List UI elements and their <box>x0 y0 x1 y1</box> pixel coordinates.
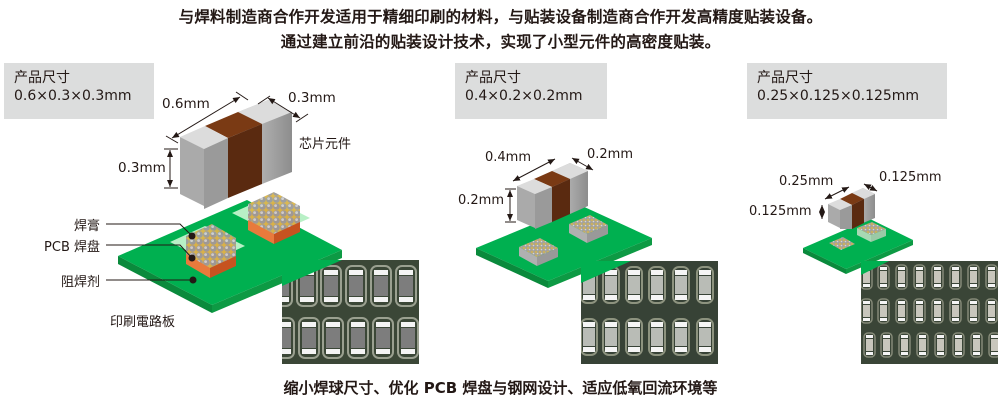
headline-line-2: 通过建立前沿的贴装设计技术，实现了小型元件的高密度贴装。 <box>280 33 721 51</box>
dim-width-label: 0.2mm <box>587 147 634 162</box>
size-label-value: 0.6×0.3×0.3mm <box>14 88 132 104</box>
callout-solder-resist: 阻焊剂 <box>60 275 100 290</box>
size-label-title: 产品尺寸 <box>757 70 813 86</box>
size-label-box-0201: 产品尺寸 0.25×0.125×0.125mm <box>747 63 947 119</box>
callout-solder-paste: 焊膏 <box>73 219 100 234</box>
dim-height-label: 0.125mm <box>749 204 812 219</box>
dim-height-label: 0.2mm <box>458 193 505 208</box>
dim-length-label: 0.6mm <box>162 96 210 112</box>
dimension-arrows-small <box>819 183 878 219</box>
dimension-arrows-large <box>164 91 309 189</box>
footer-caption: 缩小焊球尺寸、优化 PCB 焊盘与钢网设计、适应低氧回流环境等 <box>283 379 718 397</box>
headline-line-1: 与焊料制造商合作开发适用于精细印刷的材料，与贴装设备制造商合作开发高精度贴装设备… <box>178 8 823 26</box>
dim-width-label: 0.3mm <box>288 90 336 106</box>
mounted-chips-photo-0402 <box>581 261 718 364</box>
solder-paste <box>186 192 300 268</box>
mounted-chips-photo-0603 <box>282 260 419 364</box>
dim-length-label: 0.4mm <box>485 150 532 165</box>
callout-pcb: 印刷電路板 <box>110 315 176 330</box>
callout-pcb-pad: PCB 焊盘 <box>44 240 100 255</box>
dim-length-label: 0.25mm <box>779 174 834 189</box>
pcb-board-medium <box>476 205 652 288</box>
dim-height-label: 0.3mm <box>118 160 166 176</box>
callout-lines <box>106 223 193 281</box>
size-label-title: 产品尺寸 <box>465 70 521 86</box>
chip-component-small <box>828 188 875 229</box>
size-label-box-0402: 产品尺寸 0.4×0.2×0.2mm <box>455 63 607 119</box>
chip-component-label: 芯片元件 <box>299 137 352 152</box>
size-label-box-0603: 产品尺寸 0.6×0.3×0.3mm <box>4 63 154 119</box>
size-label-value: 0.4×0.2×0.2mm <box>465 88 583 104</box>
mounted-chips-photo-0201 <box>861 261 998 364</box>
size-label-value: 0.25×0.125×0.125mm <box>757 88 920 104</box>
pcb-board-small <box>803 219 913 274</box>
dim-width-label: 0.125mm <box>879 170 942 185</box>
dimension-arrows-medium <box>505 157 594 223</box>
chip-component-medium <box>517 163 588 229</box>
size-label-title: 产品尺寸 <box>14 70 70 86</box>
